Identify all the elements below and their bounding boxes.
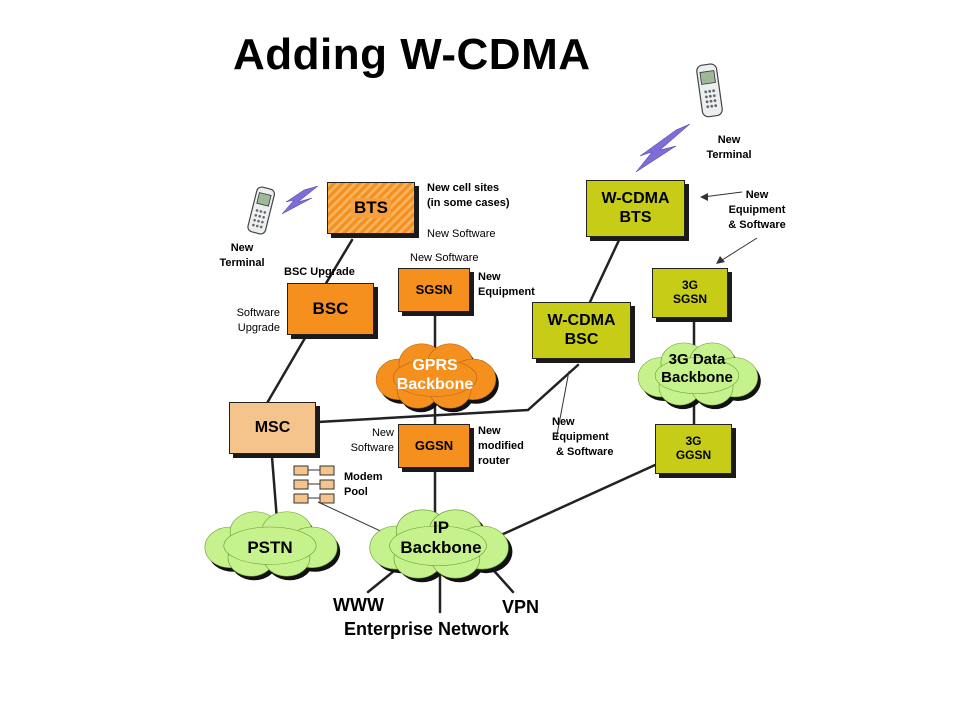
new-cell-sites-label: New cell sites (in some cases) (427, 182, 510, 209)
wcdma-bsc-node: W-CDMA BSC (532, 302, 631, 359)
sgsn-node: SGSN (398, 268, 470, 312)
lightning-bolt-icon (635, 123, 691, 173)
pstn-label: PSTN (247, 538, 293, 557)
wcdma-bts-label-1: W-CDMA (601, 190, 670, 208)
new-terminal-left-label: New Terminal (219, 242, 265, 269)
wcdma-bsc-label-2: BSC (564, 330, 599, 348)
3g-ggsn-node: 3G GGSN (655, 424, 732, 474)
msc-label: MSC (254, 418, 291, 436)
new-equipment-software-mid-label: New Equipment & Software (552, 416, 614, 458)
new-equipment-sgsn-label: New Equipment (478, 271, 535, 298)
vpn-label: VPN (502, 597, 540, 617)
3g-ggsn-label-2: GGSN (675, 448, 712, 462)
bts-label: BTS (351, 198, 391, 218)
bsc-node: BSC (287, 283, 374, 335)
3g-data-backbone-label: 3G Data Backbone (661, 351, 733, 386)
modem-pool-label: Modem Pool (344, 471, 383, 498)
mobile-phone-icon (696, 63, 723, 118)
ip-backbone-label: IP Backbone (400, 518, 482, 558)
ggsn-label: GGSN (414, 437, 454, 453)
bsc-upgrade-label: BSC Upgrade (284, 266, 355, 278)
3g-sgsn-label-1: 3G (681, 278, 698, 293)
sgsn-label: SGSN (415, 281, 453, 297)
www-label: WWW (333, 595, 384, 615)
bsc-label: BSC (312, 299, 349, 319)
bts-node: BTS (327, 182, 415, 234)
wcdma-bsc-label-1: W-CDMA (547, 312, 616, 330)
gprs-backbone-label: GPRS Backbone (396, 357, 474, 394)
lightning-bolt-icon (281, 185, 319, 215)
new-modified-router-label: New modified router (478, 425, 524, 467)
new-software-ggsn-label: New Software (350, 427, 394, 454)
new-software-bts-label: New Software (427, 228, 496, 240)
msc-node: MSC (229, 402, 316, 454)
page-title: Adding W-CDMA (233, 30, 591, 79)
3g-sgsn-node: 3G SGSN (652, 268, 728, 318)
mobile-phone-icon (247, 186, 276, 235)
wcdma-bts-node: W-CDMA BTS (586, 180, 685, 237)
new-software-sgsn-label: New Software (410, 252, 479, 264)
3g-ggsn-label-1: 3G (685, 434, 702, 449)
enterprise-network-label: Enterprise Network (344, 619, 510, 639)
software-upgrade-label: Software Upgrade (236, 307, 280, 334)
3g-sgsn-label-2: SGSN (672, 292, 707, 306)
ggsn-node: GGSN (398, 424, 470, 468)
new-terminal-right-label: New Terminal (706, 134, 752, 161)
wcdma-bts-label-2: BTS (619, 208, 652, 226)
new-equipment-software-top-label: New Equipment & Software (728, 189, 786, 231)
